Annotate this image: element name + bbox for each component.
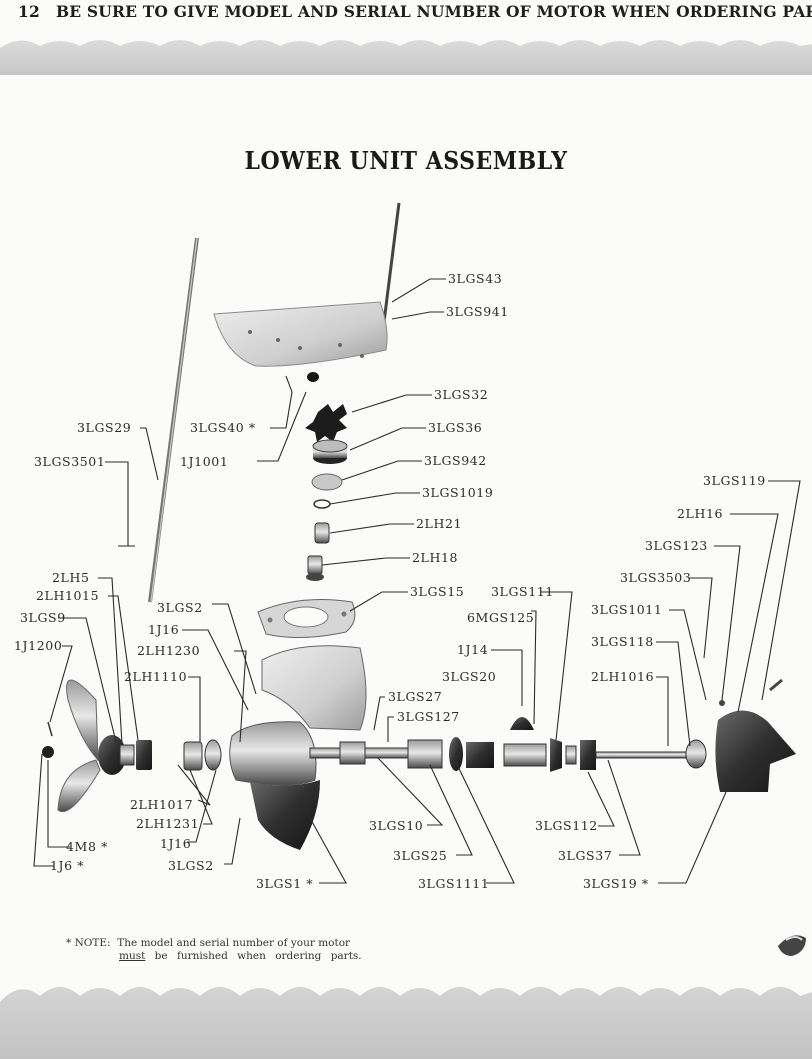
page-footer-band <box>0 962 812 1059</box>
note-must: must <box>119 950 146 962</box>
label-2LH18: 2LH18 <box>412 550 458 565</box>
label-2LH5: 2LH5 <box>52 570 90 585</box>
note-line-2: be furnished when ordering parts. <box>154 950 362 962</box>
water-pump-plate <box>213 301 388 367</box>
label-3LGS2-bottom: 3LGS2 <box>168 858 214 873</box>
label-3LGS29: 3LGS29 <box>77 420 131 435</box>
label-1J16-bottom: 1J16 <box>160 836 191 851</box>
label-3LGS27: 3LGS27 <box>388 689 442 704</box>
impeller-housing-3LGS36 <box>312 439 348 464</box>
label-3LGS40: 3LGS40 * <box>190 420 256 435</box>
label-2LH21: 2LH21 <box>416 516 462 531</box>
label-1J6: 1J6 * <box>50 858 84 873</box>
label-2LH16: 2LH16 <box>677 506 723 521</box>
label-1J16-top: 1J16 <box>148 622 179 637</box>
label-2LH1016: 2LH1016 <box>591 669 654 684</box>
pin-4M8 <box>47 721 53 737</box>
label-3LGS32: 3LGS32 <box>434 387 488 402</box>
label-3LGS1019: 3LGS1019 <box>422 485 493 500</box>
label-6MGS125: 6MGS125 <box>467 610 534 625</box>
label-2LH1017: 2LH1017 <box>130 797 193 812</box>
label-3LGS25: 3LGS25 <box>393 848 447 863</box>
label-3LGS1: 3LGS1 * <box>256 876 313 891</box>
label-1J1001: 1J1001 <box>180 454 228 469</box>
seal-2LH1230 <box>204 739 222 771</box>
label-3LGS1111: 3LGS1111 <box>418 876 489 891</box>
label-1J1200: 1J1200 <box>14 638 62 653</box>
header-scallop-band <box>0 40 812 75</box>
label-3LGS3501: 3LGS3501 <box>34 454 105 469</box>
tube-2LH21 <box>314 522 330 544</box>
note-line-1: The model and serial number of your moto… <box>117 937 351 949</box>
skeg-3LGS19 <box>715 700 796 792</box>
propeller-1J1200 <box>57 679 126 812</box>
note-prefix: * NOTE: <box>66 937 111 949</box>
plug-1J1001 <box>307 372 319 382</box>
header-text: 12 BE SURE TO GIVE MODEL AND SERIAL NUMBE… <box>18 2 812 21</box>
shift-rod-3LGS43 <box>382 202 401 323</box>
part-labels: 3LGS43 3LGS941 3LGS32 3LGS36 3LGS942 3LG… <box>14 271 766 891</box>
label-3LGS36: 3LGS36 <box>428 420 482 435</box>
label-2LH1110: 2LH1110 <box>124 669 187 684</box>
label-3LGS941: 3LGS941 <box>446 304 509 319</box>
page-title: LOWER UNIT ASSEMBLY <box>244 146 568 176</box>
label-3LGS19: 3LGS19 * <box>583 876 649 891</box>
impeller-3LGS32 <box>305 404 347 442</box>
label-3LGS1011: 3LGS1011 <box>591 602 662 617</box>
label-3LGS15: 3LGS15 <box>410 584 464 599</box>
nut-1J6 <box>42 746 54 758</box>
label-3LGS123: 3LGS123 <box>645 538 708 553</box>
label-3LGS20: 3LGS20 <box>442 669 496 684</box>
oring-3LGS1019 <box>313 499 331 509</box>
fitting-3LGS119 <box>769 678 783 692</box>
label-4M8: 4M8 * <box>66 839 108 854</box>
ordering-note: * NOTE: The model and serial number of y… <box>66 937 362 963</box>
grommet-2LH18 <box>306 555 324 581</box>
thrust-2LH1015 <box>136 740 152 770</box>
label-3LGS942: 3LGS942 <box>424 453 487 468</box>
leader-lines <box>33 278 801 884</box>
propeller-shaft-3LGS10 <box>309 737 687 772</box>
label-2LH1015: 2LH1015 <box>36 588 99 603</box>
plate-3LGS942 <box>311 473 343 491</box>
drive-shaft-3LGS29 <box>148 237 199 603</box>
label-1J14: 1J14 <box>457 642 488 657</box>
label-3LGS37: 3LGS37 <box>558 848 612 863</box>
label-3LGS127: 3LGS127 <box>397 709 460 724</box>
gear-3LGS20 <box>510 717 534 730</box>
bushing-2LH1016 <box>685 739 707 769</box>
gear-case-3LGS1 <box>229 645 367 850</box>
washer-2LH5 <box>119 744 135 766</box>
label-3LGS119: 3LGS119 <box>703 473 766 488</box>
gasket-3LGS15 <box>257 599 356 639</box>
label-2LH1231: 2LH1231 <box>136 816 199 831</box>
label-3LGS112: 3LGS112 <box>535 818 598 833</box>
label-2LH1230: 2LH1230 <box>137 643 200 658</box>
page-number: 12 <box>18 2 40 21</box>
label-3LGS2-top: 3LGS2 <box>157 600 203 615</box>
label-3LGS111: 3LGS111 <box>491 584 554 599</box>
bearing-2LH1110 <box>183 741 203 771</box>
label-3LGS10: 3LGS10 <box>369 818 423 833</box>
page-header: 12 BE SURE TO GIVE MODEL AND SERIAL NUMBE… <box>0 0 812 75</box>
header-instruction: BE SURE TO GIVE MODEL AND SERIAL NUMBER … <box>55 2 812 21</box>
label-3LGS118: 3LGS118 <box>591 634 654 649</box>
label-3LGS43: 3LGS43 <box>448 271 502 286</box>
page-bullet-decoration <box>778 935 806 956</box>
label-3LGS3503: 3LGS3503 <box>620 570 691 585</box>
label-3LGS9: 3LGS9 <box>20 610 66 625</box>
